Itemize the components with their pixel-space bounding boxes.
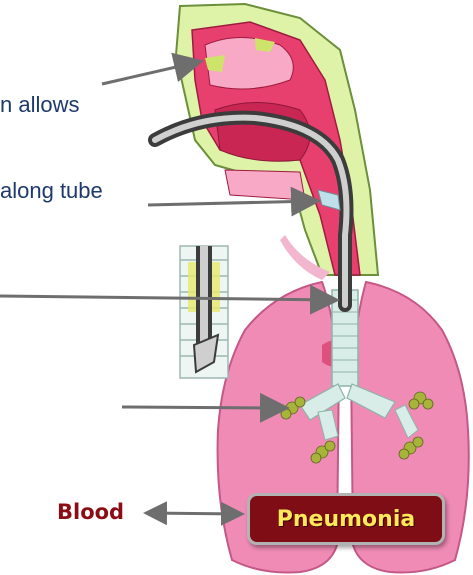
blood-label: Blood bbox=[57, 500, 124, 524]
trachea-inset bbox=[180, 246, 228, 378]
arrow-blood-pneumonia bbox=[146, 513, 242, 514]
pneumonia-label: Pneumonia bbox=[277, 507, 415, 532]
tube-label: along tube bbox=[0, 178, 103, 204]
nasal-label: n allows bbox=[0, 92, 79, 118]
pneumonia-box: Pneumonia bbox=[247, 493, 445, 545]
arrow-bronchi bbox=[122, 407, 284, 408]
arrow-tube bbox=[148, 201, 315, 205]
